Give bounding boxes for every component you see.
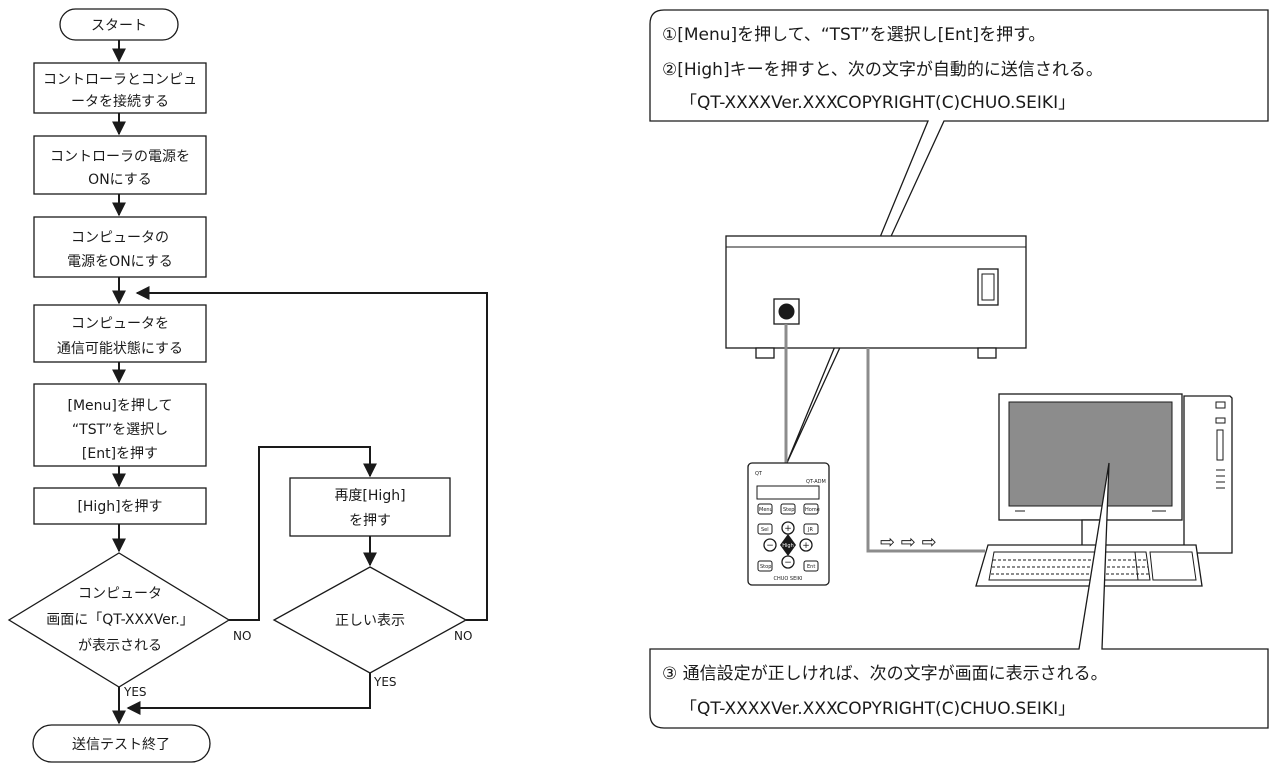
step5-line3: [Ent]を押す [82, 446, 158, 462]
step4-line1: コンピュータを [71, 316, 169, 332]
step-press-high: [High]を押す [33, 487, 207, 525]
monitor-screen [1008, 401, 1173, 507]
step4-line2: 通信可能状態にする [57, 341, 183, 357]
pendant-key-label: High [782, 543, 794, 549]
pendant-center-pad [780, 534, 796, 556]
decision1-line1: コンピュータ [78, 586, 162, 602]
step5-line2: “TST”を選択し [72, 422, 168, 438]
decision-qt-version-shown: コンピュータ 画面に「QT-XXXVer.」 が表示される [7, 552, 231, 688]
callout-bottom: ③ 通信設定が正しければ、次の文字が画面に表示される。 「QT-XXXXVer.… [649, 462, 1269, 729]
callout-bottom-line1: ③ 通信設定が正しければ、次の文字が画面に表示される。 [662, 664, 1108, 684]
step-menu-tst-ent: [Menu]を押して “TST”を選択し [Ent]を押す [33, 383, 207, 467]
decision2-label: 正しい表示 [335, 613, 405, 629]
decision2-no-label: NO [454, 629, 472, 643]
decision1-yes-label: YES [123, 685, 147, 699]
start-label: スタート [91, 18, 147, 34]
pendant-key-label: JR [807, 527, 813, 533]
pendant-key-label: Stop [760, 564, 771, 570]
no-branch-arrow [229, 446, 377, 621]
power-switch [977, 268, 999, 306]
pc-tower [1183, 395, 1233, 554]
hand-pendant: QT QT-ADM Menu Step Home Sel JR + − − + … [747, 462, 830, 586]
step1-line2: ータを接続する [71, 93, 169, 110]
pendant-sel-key [757, 523, 773, 535]
decision1-no-label: NO [233, 629, 251, 643]
pendant-ent-key [803, 560, 819, 572]
pendant-step-key [780, 503, 796, 515]
step2-line1: コントローラの電源を [50, 149, 190, 165]
step7-line2: を押す [349, 513, 391, 529]
pendant-right-key [799, 538, 813, 552]
connector-socket [778, 303, 795, 320]
step-computer-power-on: コンピュータの 電源をONにする [33, 216, 207, 278]
pendant-key-label: Menu [759, 507, 773, 513]
pc-monitor [998, 393, 1183, 549]
decision1-line3: が表示される [78, 638, 162, 654]
callout-top: ①[Menu]を押して、“TST”を選択し[Ent]を押す。 ②[High]キー… [649, 9, 1269, 466]
pendant-key-label: Step [783, 507, 794, 513]
pendant-key-label: Sel [761, 527, 769, 533]
end-terminal: 送信テスト終了 [32, 724, 211, 763]
svg-text:−: − [766, 541, 774, 551]
step6-label: [High]を押す [77, 499, 162, 515]
pendant-menu-key [757, 503, 773, 515]
pendant-stop-key [757, 560, 773, 572]
transfer-arrows: ⇨ ⇨ ⇨ [880, 532, 937, 553]
pendant-key-label: Home [805, 507, 820, 513]
step5-line1: [Menu]を押して [68, 398, 173, 414]
svg-text:−: − [784, 558, 792, 568]
pendant-home-key [803, 503, 819, 515]
flowchart: スタート コントローラとコンピュ ータを接続する コントローラの電源を ONにす… [7, 8, 488, 763]
yes-join-arrow [126, 673, 371, 715]
pendant-brand: QT [755, 471, 763, 477]
pendant-model: QT-ADM [806, 479, 826, 485]
device-diagram: ①[Menu]を押して、“TST”を選択し[Ent]を押す。 ②[High]キー… [649, 9, 1269, 729]
callout-top-line2: ②[High]キーを押すと、次の文字が自動的に送信される。 [662, 60, 1103, 80]
step3-line1: コンピュータの [71, 230, 169, 246]
step3-line2: 電源をONにする [67, 254, 173, 270]
start-terminal: スタート [59, 8, 179, 41]
pendant-jr-key [803, 523, 819, 535]
pendant-key-label: Ent [807, 564, 815, 570]
callout-top-line3: 「QT-XXXXVer.XXXCOPYRIGHT(C)CHUO.SEIKI」 [680, 93, 1075, 113]
pc-keyboard [975, 544, 1203, 587]
callout-bottom-line2: 「QT-XXXXVer.XXXCOPYRIGHT(C)CHUO.SEIKI」 [680, 699, 1075, 719]
controller-unit [725, 235, 1027, 359]
decision2-yes-label: YES [373, 675, 397, 689]
pendant-display [756, 485, 820, 500]
rs232c-cable [866, 348, 985, 553]
pendant-left-key [763, 538, 777, 552]
end-label: 送信テスト終了 [72, 737, 170, 753]
step-controller-power-on: コントローラの電源を ONにする [33, 135, 207, 195]
step1-line1: コントローラとコンピュ [43, 72, 197, 88]
callout-top-line1: ①[Menu]を押して、“TST”を選択し[Ent]を押す。 [662, 25, 1045, 45]
retry-loop-arrow [135, 286, 488, 621]
pendant-footer: CHUO SEIKI [774, 576, 803, 582]
step7-line1: 再度[High] [334, 488, 405, 504]
svg-text:+: + [802, 541, 810, 551]
svg-text:+: + [784, 524, 792, 534]
decision1-line2: 画面に「QT-XXXVer.」 [46, 612, 193, 628]
step-computer-ready: コンピュータを 通信可能状態にする [33, 304, 207, 363]
step-press-high-again: 再度[High] を押す [289, 477, 451, 537]
step2-line2: ONにする [88, 172, 152, 188]
decision-correct-display: 正しい表示 [272, 566, 468, 674]
step-connect-controller: コントローラとコンピュ ータを接続する [33, 62, 207, 114]
